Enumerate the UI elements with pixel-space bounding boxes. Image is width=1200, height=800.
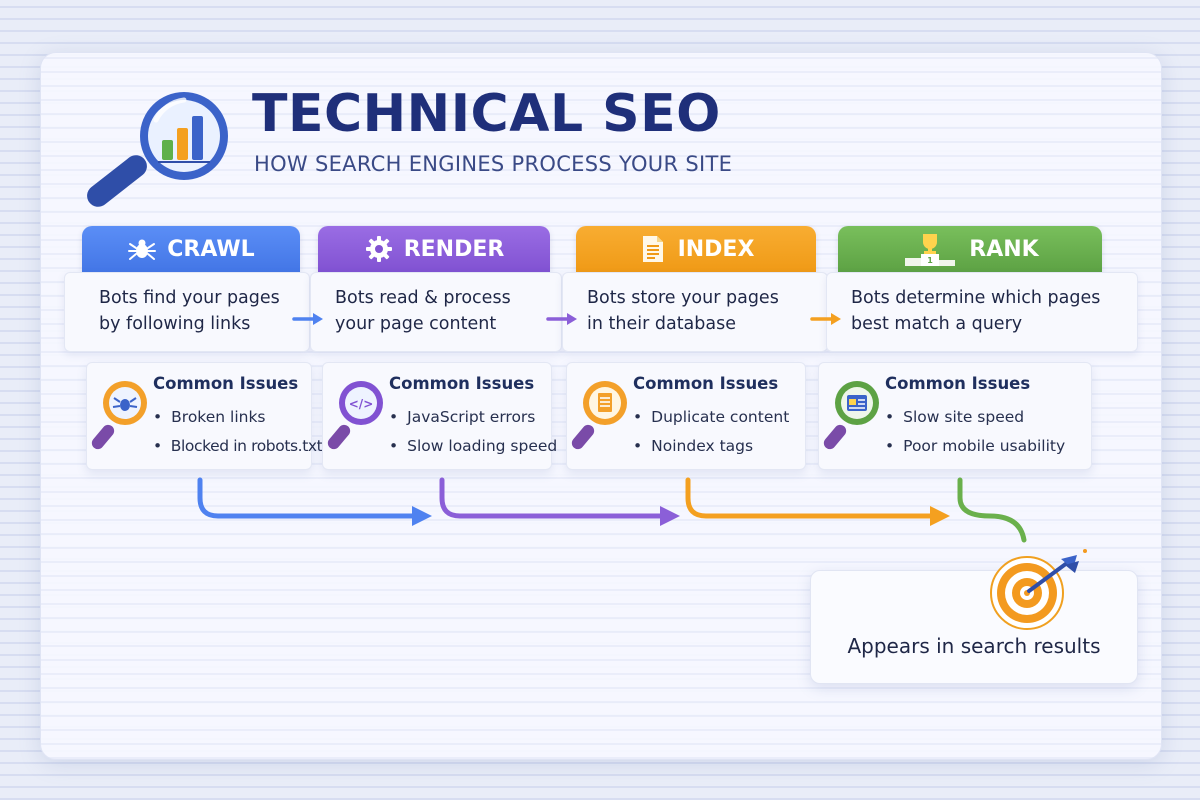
crawl-issues-title: Common Issues [153, 374, 299, 393]
list-item: Poor mobile usability [885, 432, 1065, 461]
svg-text:</>: </> [349, 397, 374, 411]
page-subtitle: HOW SEARCH ENGINES PROCESS YOUR SITE [254, 152, 733, 176]
crawl-issues-list: Broken links Blocked in robots.txt [153, 403, 323, 461]
render-stage-label: RENDER [403, 236, 505, 262]
magnifier-document-icon [571, 381, 627, 450]
list-item: JavaScript errors [389, 403, 557, 432]
list-item: Slow loading speed [389, 432, 557, 461]
crawl-stage-tab: CRAWL [82, 226, 300, 272]
magnifier-bar-chart-icon [87, 92, 228, 207]
index-description: Bots store your pages in their database [562, 272, 828, 352]
render-issues-title: Common Issues [389, 374, 535, 393]
svg-text:1: 1 [927, 256, 933, 265]
gear-icon [364, 234, 394, 264]
list-item: Slow site speed [885, 403, 1065, 432]
crawl-to-render-arrow [292, 313, 323, 325]
magnifier-spider-icon [91, 381, 147, 450]
render-issues-card: </> Common Issues JavaScript errors Slow… [322, 362, 557, 470]
crawl-issues-card: Common Issues Broken links Blocked in ro… [86, 362, 323, 470]
crawl-stage-label: CRAWL [167, 236, 255, 262]
spider-icon [127, 234, 157, 264]
render-description: Bots read & process your page content [310, 272, 562, 352]
list-item: Duplicate content [633, 403, 789, 432]
rank-description: Bots determine which pages best match a … [826, 272, 1138, 352]
list-item: Noindex tags [633, 432, 789, 461]
trophy-podium-icon: 1 [901, 234, 959, 266]
result-card: Appears in search results [810, 549, 1138, 684]
list-item: Broken links [153, 403, 322, 432]
rank-stage-label: RANK [969, 236, 1039, 262]
rank-issues-list: Slow site speed Poor mobile usability [885, 403, 1065, 461]
render-issues-list: JavaScript errors Slow loading speed [389, 403, 557, 461]
magnifier-code-icon: </> [327, 381, 383, 450]
index-issues-title: Common Issues [633, 374, 779, 393]
render-to-index-arrow [546, 313, 577, 325]
rank-stage-tab: 1 RANK [838, 226, 1102, 272]
index-stage-label: INDEX [677, 236, 755, 262]
index-to-rank-arrow [810, 313, 841, 325]
list-item: Blocked in robots.txt [153, 432, 323, 461]
rank-issues-card: Common Issues Slow site speed Poor mobil… [818, 362, 1092, 470]
rank-issues-title: Common Issues [885, 374, 1031, 393]
target-arrow-icon [990, 549, 1087, 630]
result-label: Appears in search results [847, 634, 1101, 658]
index-issues-card: Common Issues Duplicate content Noindex … [566, 362, 806, 470]
render-stage-tab: RENDER [318, 226, 550, 272]
page-title: TECHNICAL SEO [252, 84, 721, 144]
crawl-description: Bots find your pages by following links [64, 272, 310, 352]
index-issues-list: Duplicate content Noindex tags [633, 403, 789, 461]
index-stage-tab: INDEX [576, 226, 816, 272]
document-icon [638, 234, 668, 264]
magnifier-browser-icon [823, 381, 879, 450]
